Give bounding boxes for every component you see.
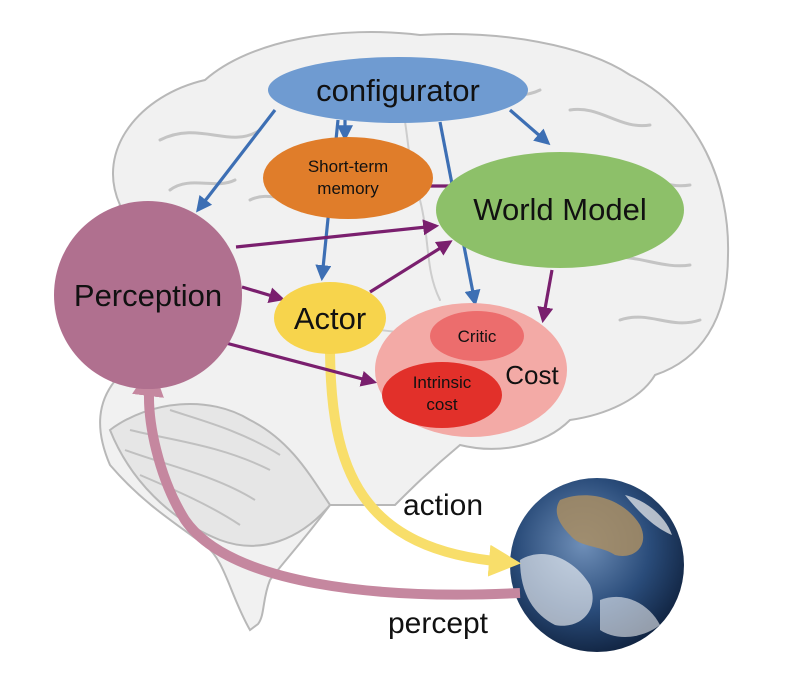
intrinsic-cost-label-line1: Intrinsic bbox=[413, 373, 472, 392]
earth-globe bbox=[510, 478, 684, 652]
percept-label: percept bbox=[388, 607, 489, 640]
short-term-memory-label-line2: memory bbox=[317, 179, 379, 198]
world-model-node: World Model bbox=[436, 152, 684, 268]
perception-label: Perception bbox=[74, 278, 222, 313]
intrinsic-cost-node bbox=[382, 362, 502, 428]
intrinsic-cost-label-line2: cost bbox=[426, 395, 457, 414]
internal-arrows bbox=[221, 178, 554, 387]
actor-node: Actor bbox=[274, 282, 386, 354]
action-label: action bbox=[403, 489, 483, 522]
critic-node bbox=[430, 311, 524, 361]
percept-arrow bbox=[132, 364, 521, 600]
cost-node: Critic Intrinsic cost Cost bbox=[375, 303, 567, 437]
world-model-label: World Model bbox=[473, 192, 646, 227]
cost-label: Cost bbox=[505, 360, 559, 390]
configurator-node: configurator bbox=[268, 57, 528, 123]
short-term-memory-node: Short-term memory bbox=[263, 137, 433, 219]
critic-label: Critic bbox=[458, 327, 497, 346]
action-arrow bbox=[325, 344, 521, 577]
perception-node: Perception bbox=[54, 201, 242, 389]
configurator-label: configurator bbox=[316, 73, 480, 108]
actor-label: Actor bbox=[294, 301, 366, 336]
short-term-memory-label-line1: Short-term bbox=[308, 157, 388, 176]
